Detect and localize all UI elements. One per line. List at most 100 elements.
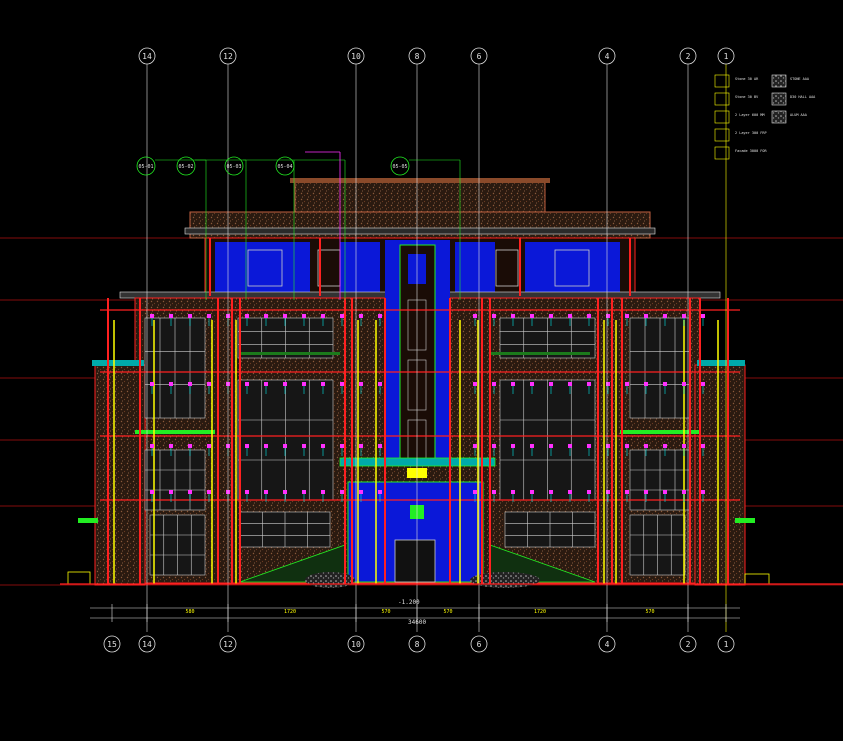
tag-mark <box>587 490 591 494</box>
tag-mark <box>283 314 287 318</box>
tag-mark <box>568 314 572 318</box>
tag-mark <box>169 314 173 318</box>
tag-mark <box>644 314 648 318</box>
tag-mark <box>568 490 572 494</box>
tag-mark <box>511 444 515 448</box>
tag-mark <box>682 444 686 448</box>
tag-mark <box>625 444 629 448</box>
tag-mark <box>264 444 268 448</box>
tag-mark <box>682 382 686 386</box>
legend-label: STONE AAA <box>790 77 810 81</box>
tag-mark <box>245 444 249 448</box>
tag-mark <box>188 382 192 386</box>
section-label: 05-01 <box>138 164 153 170</box>
section-bubble <box>176 156 196 176</box>
tag-mark <box>606 382 610 386</box>
legend-label: Stone 30 AR <box>735 77 759 81</box>
legend-swatch <box>714 92 730 106</box>
axis-label-bottom: 2 <box>686 640 691 649</box>
tag-mark <box>169 382 173 386</box>
tag-mark <box>340 444 344 448</box>
tag-mark <box>587 444 591 448</box>
tag-mark <box>321 382 325 386</box>
axis-label-top: 6 <box>477 52 482 61</box>
central-tower <box>385 240 450 465</box>
axis-bubble <box>103 635 121 653</box>
tag-mark <box>701 490 705 494</box>
tag-mark <box>473 382 477 386</box>
section-label: 05-05 <box>392 164 407 170</box>
tag-mark <box>378 314 382 318</box>
tag-mark <box>682 490 686 494</box>
legend-label: 2 Layer 600 MM <box>735 113 765 117</box>
tag-mark <box>530 490 534 494</box>
tag-mark <box>587 314 591 318</box>
tag-mark <box>321 490 325 494</box>
balconies <box>78 352 755 523</box>
legend-label: Stone 30 BV <box>735 95 759 99</box>
tag-mark <box>663 444 667 448</box>
tag-mark <box>302 490 306 494</box>
tag-mark <box>150 444 154 448</box>
dimension-text: 1720 <box>284 609 296 615</box>
tag-mark <box>663 382 667 386</box>
tag-mark <box>606 444 610 448</box>
axis-bubble <box>470 635 488 653</box>
tag-mark <box>682 314 686 318</box>
tag-mark <box>663 490 667 494</box>
tag-mark <box>207 490 211 494</box>
tag-mark <box>644 382 648 386</box>
axis-bubble <box>408 47 426 65</box>
tag-mark <box>701 314 705 318</box>
tag-mark <box>207 382 211 386</box>
tag-mark <box>606 314 610 318</box>
axis-bubble <box>347 635 365 653</box>
tag-mark <box>188 314 192 318</box>
tag-mark <box>492 490 496 494</box>
section-label: 05-03 <box>226 164 241 170</box>
tag-mark <box>511 382 515 386</box>
axis-label-bottom: 1 <box>724 640 729 649</box>
tag-mark <box>302 314 306 318</box>
axis-label-top: 12 <box>223 52 233 61</box>
axis-label-bottom: 15 <box>107 640 117 649</box>
section-label: 05-04 <box>277 164 292 170</box>
tag-mark <box>359 314 363 318</box>
tag-mark <box>492 314 496 318</box>
overall-dimension: 34600 <box>408 619 426 626</box>
dimension-text: 580 <box>185 609 194 615</box>
tag-mark <box>511 314 515 318</box>
tag-mark <box>549 314 553 318</box>
tag-mark <box>188 490 192 494</box>
axis-bubble <box>219 47 237 65</box>
tag-mark <box>188 444 192 448</box>
tag-mark <box>492 444 496 448</box>
tag-mark <box>378 490 382 494</box>
tag-mark <box>283 490 287 494</box>
axis-bubble <box>470 47 488 65</box>
dimension-text: 570 <box>381 609 390 615</box>
axis-label-bottom: 10 <box>351 640 361 649</box>
tag-mark <box>530 444 534 448</box>
tag-mark <box>321 444 325 448</box>
tag-mark <box>302 444 306 448</box>
tag-mark <box>150 314 154 318</box>
tag-mark <box>207 314 211 318</box>
axis-bubble <box>408 635 426 653</box>
tag-mark <box>378 444 382 448</box>
tag-mark <box>264 382 268 386</box>
legend-label: Facade 3000 FOR <box>735 149 768 153</box>
section-bubble <box>275 156 295 176</box>
axis-bubble <box>598 47 616 65</box>
downpipes <box>113 320 719 584</box>
tag-mark <box>587 382 591 386</box>
section-bubble <box>390 156 410 176</box>
tag-mark <box>245 314 249 318</box>
legend-swatch <box>714 110 730 124</box>
axis-label-top: 10 <box>351 52 361 61</box>
